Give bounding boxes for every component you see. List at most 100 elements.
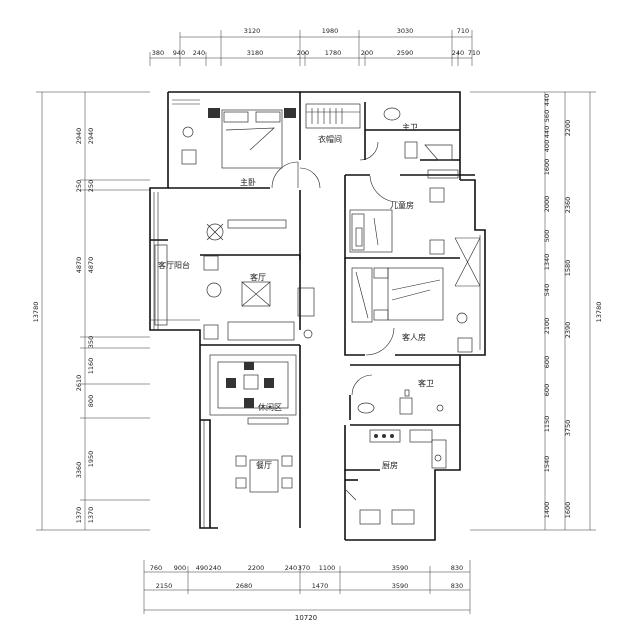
guest-bath-fixtures (357, 389, 444, 415)
dim-top-3: 3030 (397, 27, 414, 35)
wardrobe (305, 103, 361, 129)
right-dimensions: 13780 2200 2360 1580 2390 3750 1600 440 … (470, 91, 603, 531)
shelf (427, 169, 459, 179)
doors (271, 141, 399, 396)
dim-left-o4: 2610 (75, 375, 83, 392)
dim-right-o3: 1580 (564, 260, 572, 277)
dim-right-i15: 1400 (543, 502, 551, 519)
dim-left-i7: 1950 (87, 451, 95, 468)
dim-right-total: 13780 (595, 302, 603, 323)
dim-right-o1: 2200 (564, 120, 572, 137)
dim-bot-2: 900 (174, 564, 186, 572)
label-walk-in-closet: 衣帽间 (318, 134, 342, 144)
dim-bot-b3: 1470 (312, 582, 329, 590)
dim-left-o6: 1370 (75, 507, 83, 524)
plant (206, 219, 287, 241)
label-leisure-area: 休闲区 (258, 402, 282, 412)
dim-top-b8: 2590 (397, 49, 414, 57)
dim-top-b6: 1780 (325, 49, 342, 57)
dim-top-1: 3120 (244, 27, 261, 35)
dim-top-b2: 940 (173, 49, 185, 57)
dim-right-i10: 2100 (543, 318, 551, 335)
dim-bot-5: 2200 (248, 564, 265, 572)
dim-right-i11: 600 (543, 356, 551, 368)
dim-top-b10: 710 (468, 49, 480, 57)
dim-right-i1: 440 (543, 94, 551, 106)
dim-left-total: 13780 (32, 302, 40, 323)
dim-bot-3: 490 (196, 564, 208, 572)
dim-top-b9: 240 (452, 49, 464, 57)
dim-top-4: 710 (457, 27, 469, 35)
dim-bot-b5: 830 (451, 582, 463, 590)
dim-left-i8: 1370 (87, 507, 95, 524)
dim-left-o3: 4870 (75, 257, 83, 274)
dim-right-i6: 2000 (543, 196, 551, 213)
label-dining: 餐厅 (256, 461, 272, 470)
dim-right-o5: 3750 (564, 420, 572, 437)
dim-right-o2: 2360 (564, 197, 572, 214)
label-kitchen: 厨房 (382, 460, 398, 470)
dim-bottom-total: 10720 (295, 614, 317, 622)
dim-right-i7: 500 (543, 230, 551, 242)
label-guest-bath: 客卫 (418, 378, 434, 388)
dim-top-b4: 3180 (247, 49, 264, 57)
left-dimensions: 13780 2940 250 4870 2610 3360 1370 2940 … (32, 91, 150, 531)
dim-bot-b2: 2680 (236, 582, 253, 590)
dim-left-i6: 800 (87, 395, 95, 407)
guest-bed (351, 239, 473, 353)
top-dimensions: 3120 1980 3030 710 380 940 240 3180 200 … (149, 27, 480, 66)
leisure-table (209, 354, 297, 425)
dim-bot-9: 3590 (392, 564, 409, 572)
dim-right-i9: 540 (543, 284, 551, 296)
dim-right-i4: 400 (543, 140, 551, 152)
dim-bot-8: 1100 (319, 564, 336, 572)
dim-bot-1: 760 (150, 564, 162, 572)
balcony-shelf (154, 244, 168, 326)
walls (149, 91, 486, 541)
label-master-bedroom: 主卧 (240, 177, 256, 187)
label-master-bath: 主卫 (402, 122, 418, 132)
dim-left-i2: 250 (87, 180, 95, 192)
dim-bot-4: 240 (209, 564, 221, 572)
label-kids-room: 儿童房 (390, 200, 414, 210)
master-bed (208, 108, 296, 169)
dim-right-o6: 1600 (564, 502, 572, 519)
dim-left-i1: 2940 (87, 128, 95, 145)
room-labels: 主卧 衣帽间 主卫 儿童房 客厅阳台 客厅 客人房 休闲区 客卫 厨房 餐厅 (158, 122, 434, 470)
kitchen-fixtures (345, 429, 447, 525)
living-room-furniture (203, 255, 315, 341)
label-living-room: 客厅 (250, 272, 266, 282)
dining-table (235, 455, 293, 493)
dim-bot-b1: 2150 (156, 582, 173, 590)
label-guest-room: 客人房 (402, 332, 426, 342)
dim-right-i14: 1540 (543, 456, 551, 473)
kids-bed (349, 187, 445, 253)
label-living-balcony: 客厅阳台 (158, 260, 190, 270)
dim-top-b7: 200 (361, 49, 373, 57)
dim-right-i3: 440 (543, 126, 551, 138)
dim-left-o1: 2940 (75, 128, 83, 145)
dim-right-i5: 1600 (543, 159, 551, 176)
dim-left-i5: 1160 (87, 358, 95, 375)
dim-left-i4: 350 (87, 336, 95, 348)
armchair-master (181, 126, 197, 165)
dim-bot-10: 830 (451, 564, 463, 572)
dim-top-2: 1980 (322, 27, 339, 35)
dim-left-i3: 4870 (87, 257, 95, 274)
windows (150, 99, 481, 528)
dim-left-o2: 250 (75, 180, 83, 192)
dim-right-i13: 1150 (543, 416, 551, 433)
dim-bot-6: 240 (285, 564, 297, 572)
furniture (154, 103, 473, 525)
dim-bot-b4: 3590 (392, 582, 409, 590)
bottom-dimensions: 760 900 490 240 2200 240 370 1100 3590 8… (143, 560, 471, 622)
master-bath-fixtures (383, 107, 453, 161)
dim-right-o4: 2390 (564, 322, 572, 339)
dim-top-b5: 200 (297, 49, 309, 57)
dim-right-i2: 560 (543, 110, 551, 122)
dim-top-b3: 240 (193, 49, 205, 57)
dim-top-b1: 380 (152, 49, 164, 57)
dim-right-i8: 1340 (543, 254, 551, 271)
dim-right-i12: 600 (543, 384, 551, 396)
